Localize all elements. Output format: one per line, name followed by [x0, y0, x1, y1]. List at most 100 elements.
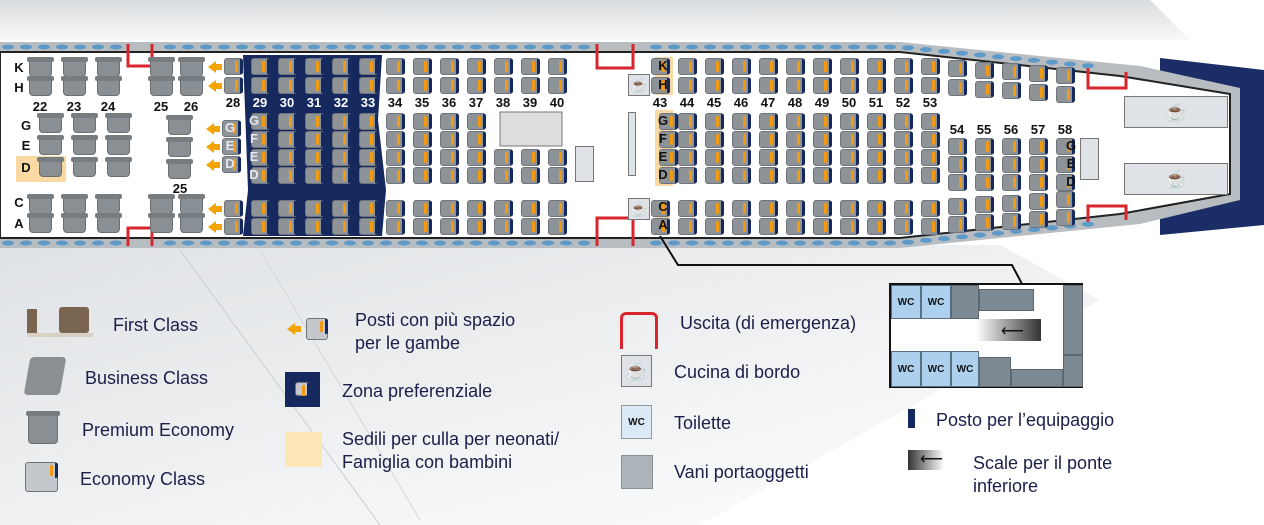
seat-50D[interactable] [840, 167, 859, 184]
seat-35F[interactable] [413, 131, 432, 148]
seat-56K[interactable] [1002, 63, 1021, 80]
seat-52C[interactable] [894, 200, 913, 217]
seat-38E[interactable] [494, 149, 513, 166]
seat-44D[interactable] [678, 167, 697, 184]
seat-32H[interactable] [332, 77, 351, 94]
seat-56G[interactable] [1002, 138, 1021, 155]
seat-54K[interactable] [948, 60, 967, 77]
seat-37G[interactable] [467, 113, 486, 130]
seat-29H[interactable] [251, 77, 270, 94]
seat-premium-25G[interactable] [166, 115, 193, 135]
seat-34E[interactable] [386, 149, 405, 166]
seat-28E[interactable] [222, 138, 241, 155]
seat-34H[interactable] [386, 77, 405, 94]
seat-44E[interactable] [678, 149, 697, 166]
seat-36H[interactable] [440, 77, 459, 94]
seat-46D[interactable] [732, 167, 751, 184]
seat-50K[interactable] [840, 58, 859, 75]
seat-28A[interactable] [224, 218, 243, 235]
seat-45A[interactable] [705, 218, 724, 235]
seat-46K[interactable] [732, 58, 751, 75]
seat-36A[interactable] [440, 218, 459, 235]
seat-premium-25H[interactable] [148, 76, 175, 96]
seat-51D[interactable] [867, 167, 886, 184]
seat-30E[interactable] [278, 149, 297, 166]
seat-premium-24E[interactable] [105, 135, 132, 155]
seat-40E[interactable] [548, 149, 567, 166]
seat-47G[interactable] [759, 113, 778, 130]
seat-39K[interactable] [521, 58, 540, 75]
seat-premium-26H[interactable] [178, 76, 205, 96]
seat-51F[interactable] [867, 131, 886, 148]
seat-32K[interactable] [332, 58, 351, 75]
seat-48E[interactable] [786, 149, 805, 166]
seat-48H[interactable] [786, 77, 805, 94]
seat-30D[interactable] [278, 167, 297, 184]
seat-32E[interactable] [332, 149, 351, 166]
seat-48K[interactable] [786, 58, 805, 75]
seat-40H[interactable] [548, 77, 567, 94]
seat-35D[interactable] [413, 167, 432, 184]
seat-51K[interactable] [867, 58, 886, 75]
seat-51A[interactable] [867, 218, 886, 235]
seat-29E[interactable] [251, 149, 270, 166]
seat-46E[interactable] [732, 149, 751, 166]
seat-29D[interactable] [251, 167, 270, 184]
seat-56C[interactable] [1002, 195, 1021, 212]
seat-45C[interactable] [705, 200, 724, 217]
seat-50F[interactable] [840, 131, 859, 148]
seat-54D[interactable] [948, 174, 967, 191]
seat-51C[interactable] [867, 200, 886, 217]
seat-56D[interactable] [1002, 174, 1021, 191]
seat-40D[interactable] [548, 167, 567, 184]
seat-55H[interactable] [975, 81, 994, 98]
seat-58K[interactable] [1056, 67, 1075, 84]
seat-58D[interactable] [1056, 174, 1075, 191]
seat-54H[interactable] [948, 79, 967, 96]
seat-48F[interactable] [786, 131, 805, 148]
seat-43G[interactable] [659, 113, 678, 130]
seat-29C[interactable] [251, 200, 270, 217]
seat-52H[interactable] [894, 77, 913, 94]
seat-premium-23E[interactable] [71, 135, 98, 155]
seat-31F[interactable] [305, 131, 324, 148]
seat-48C[interactable] [786, 200, 805, 217]
seat-35E[interactable] [413, 149, 432, 166]
seat-premium-22C[interactable] [27, 194, 54, 214]
seat-38K[interactable] [494, 58, 513, 75]
seat-49F[interactable] [813, 131, 832, 148]
seat-49E[interactable] [813, 149, 832, 166]
seat-43C[interactable] [651, 200, 670, 217]
seat-51G[interactable] [867, 113, 886, 130]
seat-47D[interactable] [759, 167, 778, 184]
seat-50C[interactable] [840, 200, 859, 217]
seat-37C[interactable] [467, 200, 486, 217]
seat-53K[interactable] [921, 58, 940, 75]
seat-33C[interactable] [359, 200, 378, 217]
seat-31H[interactable] [305, 77, 324, 94]
seat-premium-24G[interactable] [105, 113, 132, 133]
seat-57H[interactable] [1029, 84, 1048, 101]
seat-premium-25E[interactable] [166, 137, 193, 157]
seat-58G[interactable] [1056, 138, 1075, 155]
seat-52G[interactable] [894, 113, 913, 130]
seat-58C[interactable] [1056, 191, 1075, 208]
seat-53H[interactable] [921, 77, 940, 94]
seat-premium-22G[interactable] [37, 113, 64, 133]
seat-premium-24K[interactable] [95, 57, 122, 77]
seat-47F[interactable] [759, 131, 778, 148]
seat-37A[interactable] [467, 218, 486, 235]
seat-49K[interactable] [813, 58, 832, 75]
seat-43K[interactable] [651, 58, 670, 75]
seat-premium-22K[interactable] [27, 57, 54, 77]
seat-55G[interactable] [975, 138, 994, 155]
seat-38D[interactable] [494, 167, 513, 184]
seat-55C[interactable] [975, 196, 994, 213]
seat-57G[interactable] [1029, 138, 1048, 155]
seat-33H[interactable] [359, 77, 378, 94]
seat-35G[interactable] [413, 113, 432, 130]
seat-52A[interactable] [894, 218, 913, 235]
seat-57C[interactable] [1029, 193, 1048, 210]
seat-40A[interactable] [548, 218, 567, 235]
seat-premium-23K[interactable] [61, 57, 88, 77]
